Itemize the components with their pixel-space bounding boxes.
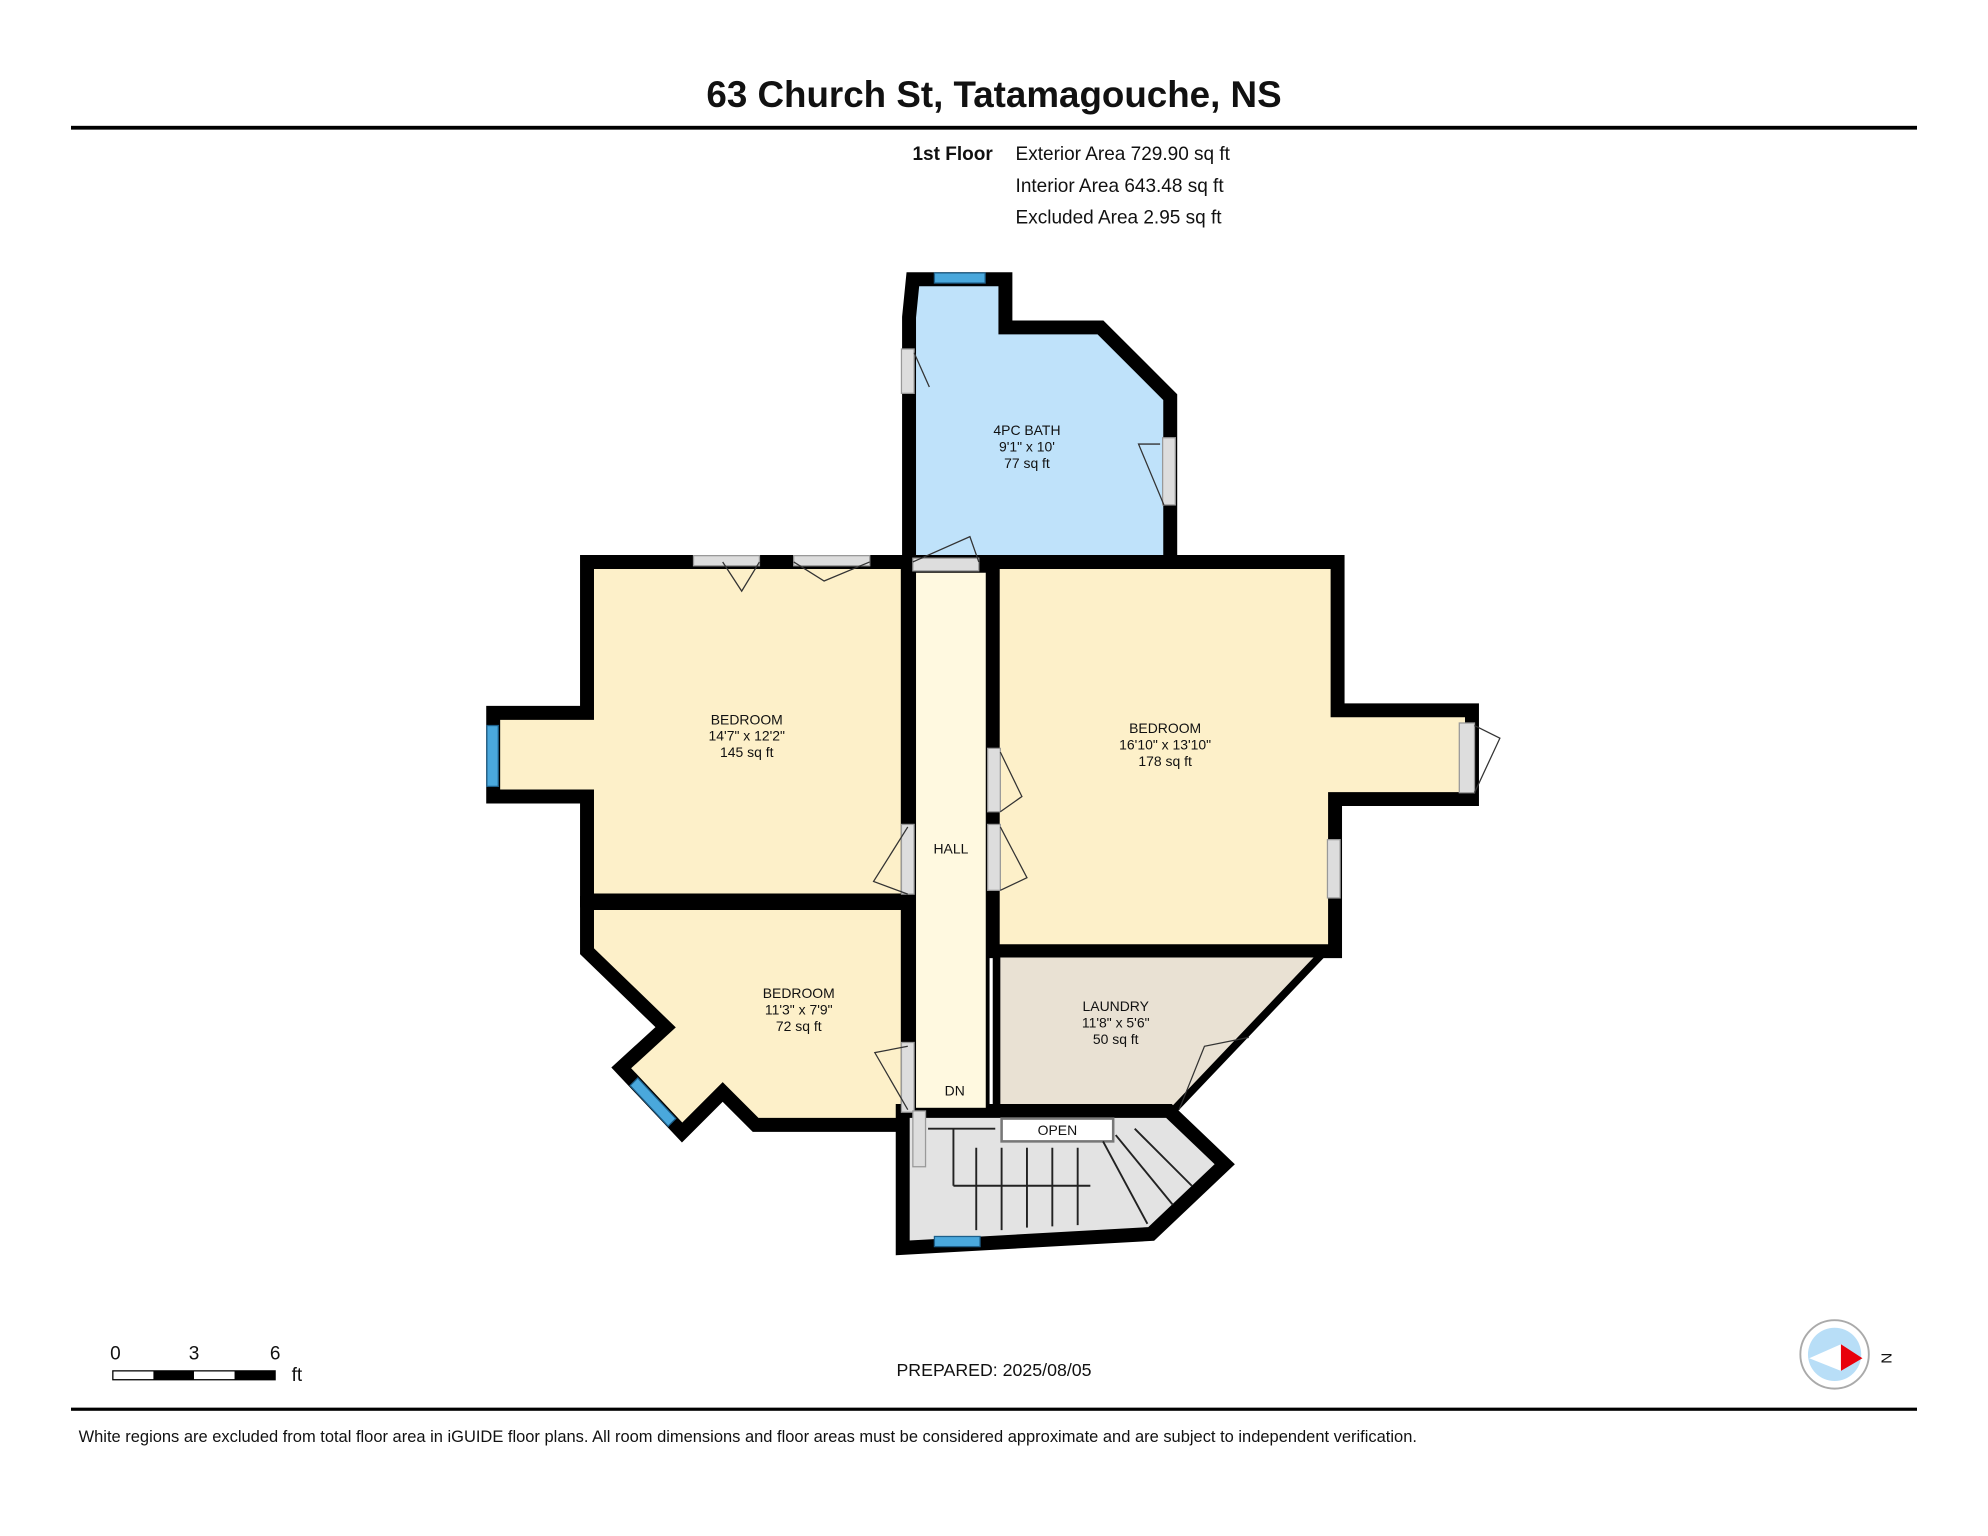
footer-disclaimer: White regions are excluded from total fl…: [79, 1428, 1417, 1446]
door-swings: [722, 352, 1501, 1111]
room-4pc-bath: [902, 272, 1178, 569]
stair-treads: [928, 1127, 1193, 1231]
page-title: 63 Church St, Tatamagouche, NS: [706, 74, 1281, 115]
open-label: OPEN: [1038, 1122, 1078, 1138]
stairs-dn-label: DN: [945, 1083, 965, 1099]
laundry-area: 50 sq ft: [1093, 1031, 1139, 1047]
prepared-date: PREPARED: 2025/08/05: [896, 1360, 1091, 1380]
interior-area: Interior Area 643.48 sq ft: [1016, 176, 1225, 197]
bedroom-right-name: BEDROOM: [1129, 720, 1201, 736]
scale-unit: ft: [292, 1365, 303, 1386]
hall-name: HALL: [933, 841, 968, 857]
bedroom-right-area: 178 sq ft: [1138, 753, 1192, 769]
window-stairs: [933, 1235, 981, 1248]
excluded-area: Excluded Area 2.95 sq ft: [1016, 207, 1223, 228]
scale-tick-6: 6: [270, 1343, 281, 1364]
window-bedroom-left: [486, 724, 499, 788]
scale-tick-0: 0: [110, 1343, 121, 1364]
compass-icon: N: [1799, 1319, 1895, 1390]
title-divider: [71, 125, 1917, 130]
bedroom-left-name: BEDROOM: [711, 711, 783, 727]
bath-name: 4PC BATH: [993, 422, 1060, 438]
scale-bar: 0 3 6 ft: [110, 1343, 303, 1386]
floor-name: 1st Floor: [912, 144, 993, 165]
open-label-box: [1000, 1117, 1115, 1143]
room-bedroom-left: [486, 555, 915, 908]
room-bedroom-right: [985, 555, 1479, 959]
footer-divider: [71, 1407, 1917, 1411]
bedroom-small-dims: 11'3" x 7'9": [765, 1002, 833, 1018]
exterior-area: Exterior Area 729.90 sq ft: [1016, 144, 1231, 165]
bath-area: 77 sq ft: [1004, 455, 1050, 471]
bedroom-right-dims: 16'10" x 13'10": [1119, 737, 1211, 753]
bath-dims: 9'1" x 10': [999, 439, 1055, 455]
bedroom-left-area: 145 sq ft: [720, 744, 774, 760]
compass-north-label: N: [1878, 1353, 1895, 1364]
window-bath: [933, 272, 986, 284]
room-bedroom-small: [580, 896, 915, 1143]
room-laundry: [992, 949, 1332, 1115]
door-openings: [692, 348, 1476, 1168]
bedroom-small-area: 72 sq ft: [776, 1018, 822, 1034]
scale-tick-3: 3: [189, 1343, 200, 1364]
window-bedroom-small: [629, 1077, 677, 1128]
laundry-name: LAUNDRY: [1083, 998, 1149, 1014]
bedroom-left-dims: 14'7" x 12'2": [709, 728, 785, 744]
laundry-dims: 11'8" x 5'6": [1082, 1014, 1150, 1030]
bedroom-small-name: BEDROOM: [763, 985, 835, 1001]
windows: [486, 272, 986, 1248]
